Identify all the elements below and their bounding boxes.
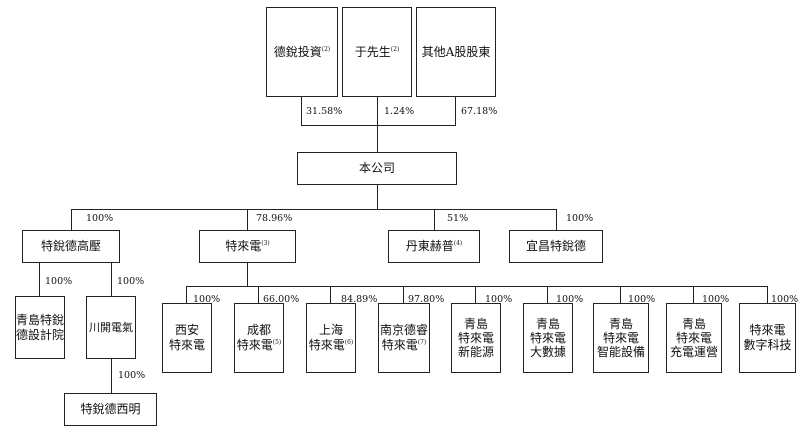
telaidian-sub-pct-charging-ops: 100% (702, 294, 730, 305)
telaidian-sub-pct-shanghai: 84.89% (341, 294, 378, 305)
subsidiary-box-chengdu: 成都特來電(5) (234, 303, 284, 373)
gaoya-sub-pct-chuankai: 100% (117, 276, 145, 287)
subsidiary-name: 丹東赫普(4) (405, 239, 463, 253)
subsidiary-box-big-data: 青島特來電大數據 (523, 303, 573, 373)
subsidiary-box-yichang: 宜昌特銳德 (509, 230, 603, 263)
telaidian-sub-pct-smart-equip: 100% (628, 294, 656, 305)
shareholder-box-mr-yu: 于先生(2) (342, 7, 412, 97)
company-box: 本公司 (297, 152, 457, 185)
ximing-pct: 100% (118, 370, 146, 381)
subsidiary-box-nanjing: 南京德睿特來電(7) (378, 303, 430, 373)
level1-pct-yichang: 100% (566, 213, 594, 224)
shareholding-pct-other: 67.18% (461, 106, 498, 117)
telaidian-sub-pct-xian: 100% (193, 294, 221, 305)
shareholder-name: 其他A股股東 (421, 44, 491, 59)
shareholding-pct-mr-yu: 1.24% (384, 106, 415, 117)
subsidiary-box-digital-tech: 特來電數字科技 (739, 303, 796, 373)
subsidiary-box-ximing: 特銳德西明 (64, 393, 157, 426)
subsidiary-box-telaidian: 特來電(3) (199, 230, 296, 263)
level1-pct-dandong: 51% (447, 213, 469, 224)
telaidian-sub-pct-nanjing: 97.80% (408, 294, 445, 305)
shareholder-box-deri: 德銳投資(2) (266, 7, 338, 97)
subsidiary-name: 特來電(3) (225, 239, 270, 253)
gaoya-sub-pct-design: 100% (45, 276, 73, 287)
shareholder-name: 于先生(2) (354, 44, 400, 59)
subsidiary-box-xian: 西安特來電 (162, 303, 212, 373)
level1-pct-gaoya: 100% (86, 213, 114, 224)
telaidian-sub-pct-chengdu: 66.00% (263, 294, 300, 305)
subsidiary-box-dandong: 丹東赫普(4) (388, 230, 480, 263)
subsidiary-name: 特銳德高壓 (40, 239, 101, 253)
telaidian-sub-pct-new-energy: 100% (485, 294, 513, 305)
subsidiary-name: 宜昌特銳德 (525, 239, 586, 253)
telaidian-sub-pct-digital-tech: 100% (771, 294, 799, 305)
subsidiary-box-design-institute: 青島特銳 德設計院 (15, 296, 65, 359)
subsidiary-box-chuankai: 川開電氣 (86, 296, 136, 359)
shareholder-name: 德銳投資(2) (273, 44, 331, 59)
subsidiary-box-new-energy: 青島特來電新能源 (451, 303, 501, 373)
subsidiary-box-smart-equip: 青島特來電智能設備 (593, 303, 649, 373)
subsidiary-box-charging-ops: 青島特來電充電運營 (666, 303, 722, 373)
company-name: 本公司 (358, 161, 395, 175)
level1-pct-telaidian: 78.96% (256, 213, 293, 224)
subsidiary-box-shanghai: 上海特來電(6) (306, 303, 356, 373)
subsidiary-box-gaoya: 特銳德高壓 (22, 230, 120, 263)
shareholder-box-other-a-share: 其他A股股東 (416, 7, 496, 97)
telaidian-sub-pct-big-data: 100% (556, 294, 584, 305)
shareholding-pct-deri: 31.58% (306, 106, 343, 117)
